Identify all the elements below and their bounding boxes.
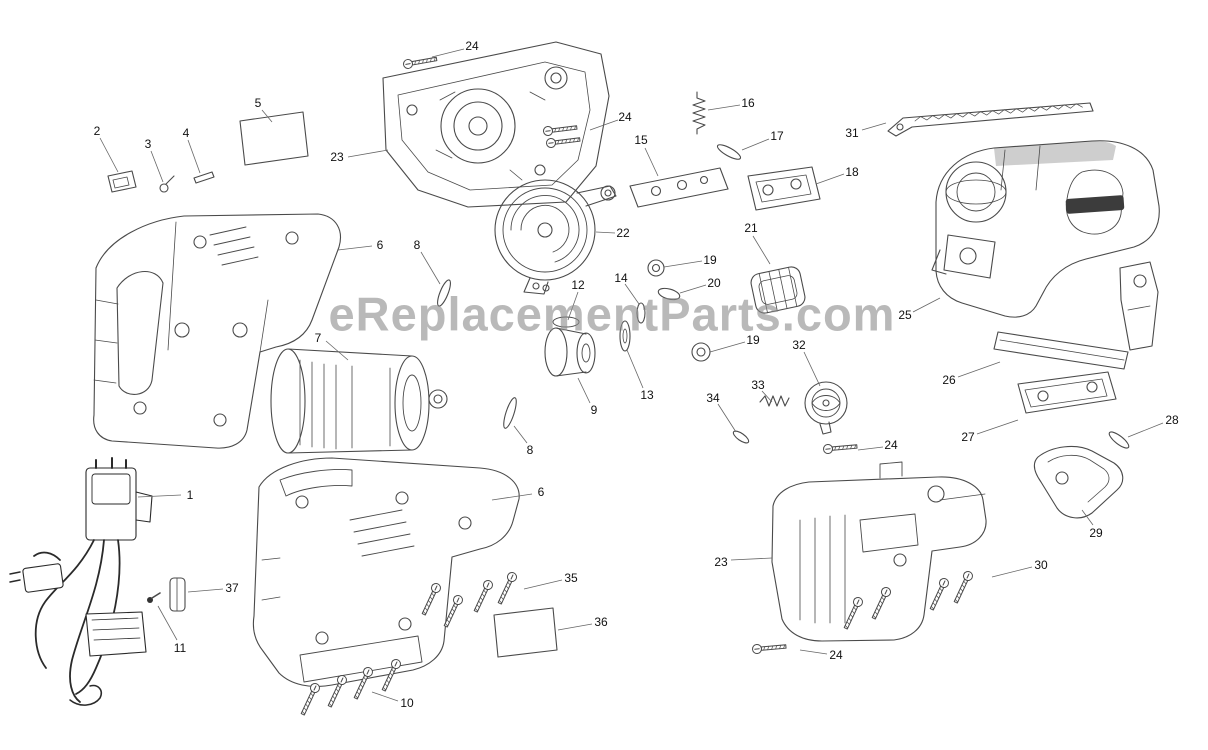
- part-callout: 11: [173, 641, 187, 655]
- part-callout: 9: [590, 403, 598, 417]
- callout-leader-lines: [99, 48, 1164, 702]
- part-callout: 3: [144, 137, 152, 151]
- washer-drawing: [647, 259, 711, 362]
- screw-drawing: [325, 673, 349, 709]
- screw-drawing: [545, 134, 581, 149]
- knob-drawing: [804, 381, 848, 435]
- part-callout: 23: [714, 555, 728, 569]
- part-callout: 12: [571, 278, 585, 292]
- part-callout: 5: [254, 96, 262, 110]
- part-callout: 1: [186, 488, 194, 502]
- part-callout: 24: [884, 438, 898, 452]
- blade-drawing: [887, 102, 1094, 137]
- part-callout: 24: [618, 110, 632, 124]
- pin-drawing: [657, 287, 681, 301]
- lower-housing-drawing: [252, 457, 520, 688]
- screw-drawing: [441, 593, 465, 629]
- part-callout: 20: [707, 276, 721, 290]
- part-callout: 6: [376, 238, 384, 252]
- motor-drawing: [270, 348, 448, 454]
- part-callout: 23: [330, 150, 344, 164]
- part-callout: 19: [703, 253, 717, 267]
- screw-drawing: [751, 641, 787, 655]
- screw-drawing: [471, 578, 495, 614]
- part-callout: 19: [746, 333, 760, 347]
- part-callout: 30: [1034, 558, 1048, 572]
- part-callout: 15: [634, 133, 648, 147]
- pin-drawing: [716, 144, 742, 160]
- part-callout: 21: [744, 221, 758, 235]
- pin-drawing: [732, 430, 750, 444]
- clamp-bracket-drawing: [747, 166, 821, 211]
- part-callout: 6: [537, 485, 545, 499]
- spring-drawing: [692, 91, 706, 135]
- part-callout: 7: [314, 331, 322, 345]
- screw-drawing: [927, 576, 951, 612]
- part-callout: 24: [829, 648, 843, 662]
- screw-drawing: [822, 441, 858, 455]
- latch-drawing: [169, 577, 186, 612]
- part-callout: 29: [1089, 526, 1103, 540]
- part-callout: 14: [614, 271, 628, 285]
- part-callout: 28: [1165, 413, 1179, 427]
- screw-drawing: [351, 665, 375, 701]
- part-callout: 22: [616, 226, 630, 240]
- inner-housing-drawing: [771, 461, 987, 642]
- screw-drawing: [419, 581, 443, 617]
- part-callout: 2: [93, 124, 101, 138]
- part-callout: 8: [526, 443, 534, 457]
- part-callout: 8: [413, 238, 421, 252]
- part-callout: 31: [845, 126, 859, 140]
- clamp-plate-drawing: [629, 167, 729, 208]
- saw-body-drawing: [931, 140, 1160, 318]
- switch-wires-drawing: [9, 457, 153, 706]
- counterweight-drawing: [494, 179, 617, 295]
- shoe-plate-drawing: [1017, 371, 1117, 414]
- pin-drawing: [503, 397, 517, 429]
- part-callout: 32: [792, 338, 806, 352]
- part-callout: 17: [770, 129, 784, 143]
- screw-drawing: [495, 570, 519, 606]
- part-callout: 26: [942, 373, 956, 387]
- spindle-drawing: [544, 302, 646, 377]
- shoe-foot-drawing: [1033, 445, 1124, 519]
- part-callout: 4: [182, 126, 190, 140]
- small-parts-drawing: [107, 170, 215, 193]
- part-callout: 13: [640, 388, 654, 402]
- part-callout: 24: [465, 39, 479, 53]
- shoe-arm-drawing: [993, 261, 1159, 370]
- part-callout: 16: [741, 96, 755, 110]
- screw-drawing: [869, 585, 893, 621]
- upper-housing-drawing: [93, 213, 341, 449]
- screw-drawing: [298, 681, 322, 717]
- pin-drawing: [1108, 431, 1130, 449]
- part-callout: 33: [751, 378, 765, 392]
- part-callout: 27: [961, 430, 975, 444]
- spring-drawing: [759, 395, 790, 407]
- gear-housing-drawing: [382, 41, 610, 208]
- part-callout: 35: [564, 571, 578, 585]
- part-callout: 10: [400, 696, 414, 710]
- label-plate-drawing: [493, 607, 558, 658]
- part-callout: 36: [594, 615, 608, 629]
- part-callout: 18: [845, 165, 859, 179]
- nameplate-drawing: [239, 111, 309, 166]
- roller-clamp-drawing: [750, 266, 806, 314]
- pin-drawing: [437, 279, 451, 307]
- part-callout: 25: [898, 308, 912, 322]
- part-callout: 37: [225, 581, 239, 595]
- screw-drawing: [951, 569, 975, 605]
- part-callout: 34: [706, 391, 720, 405]
- set-screw-drawing: [147, 592, 161, 603]
- screw-drawing: [542, 122, 578, 137]
